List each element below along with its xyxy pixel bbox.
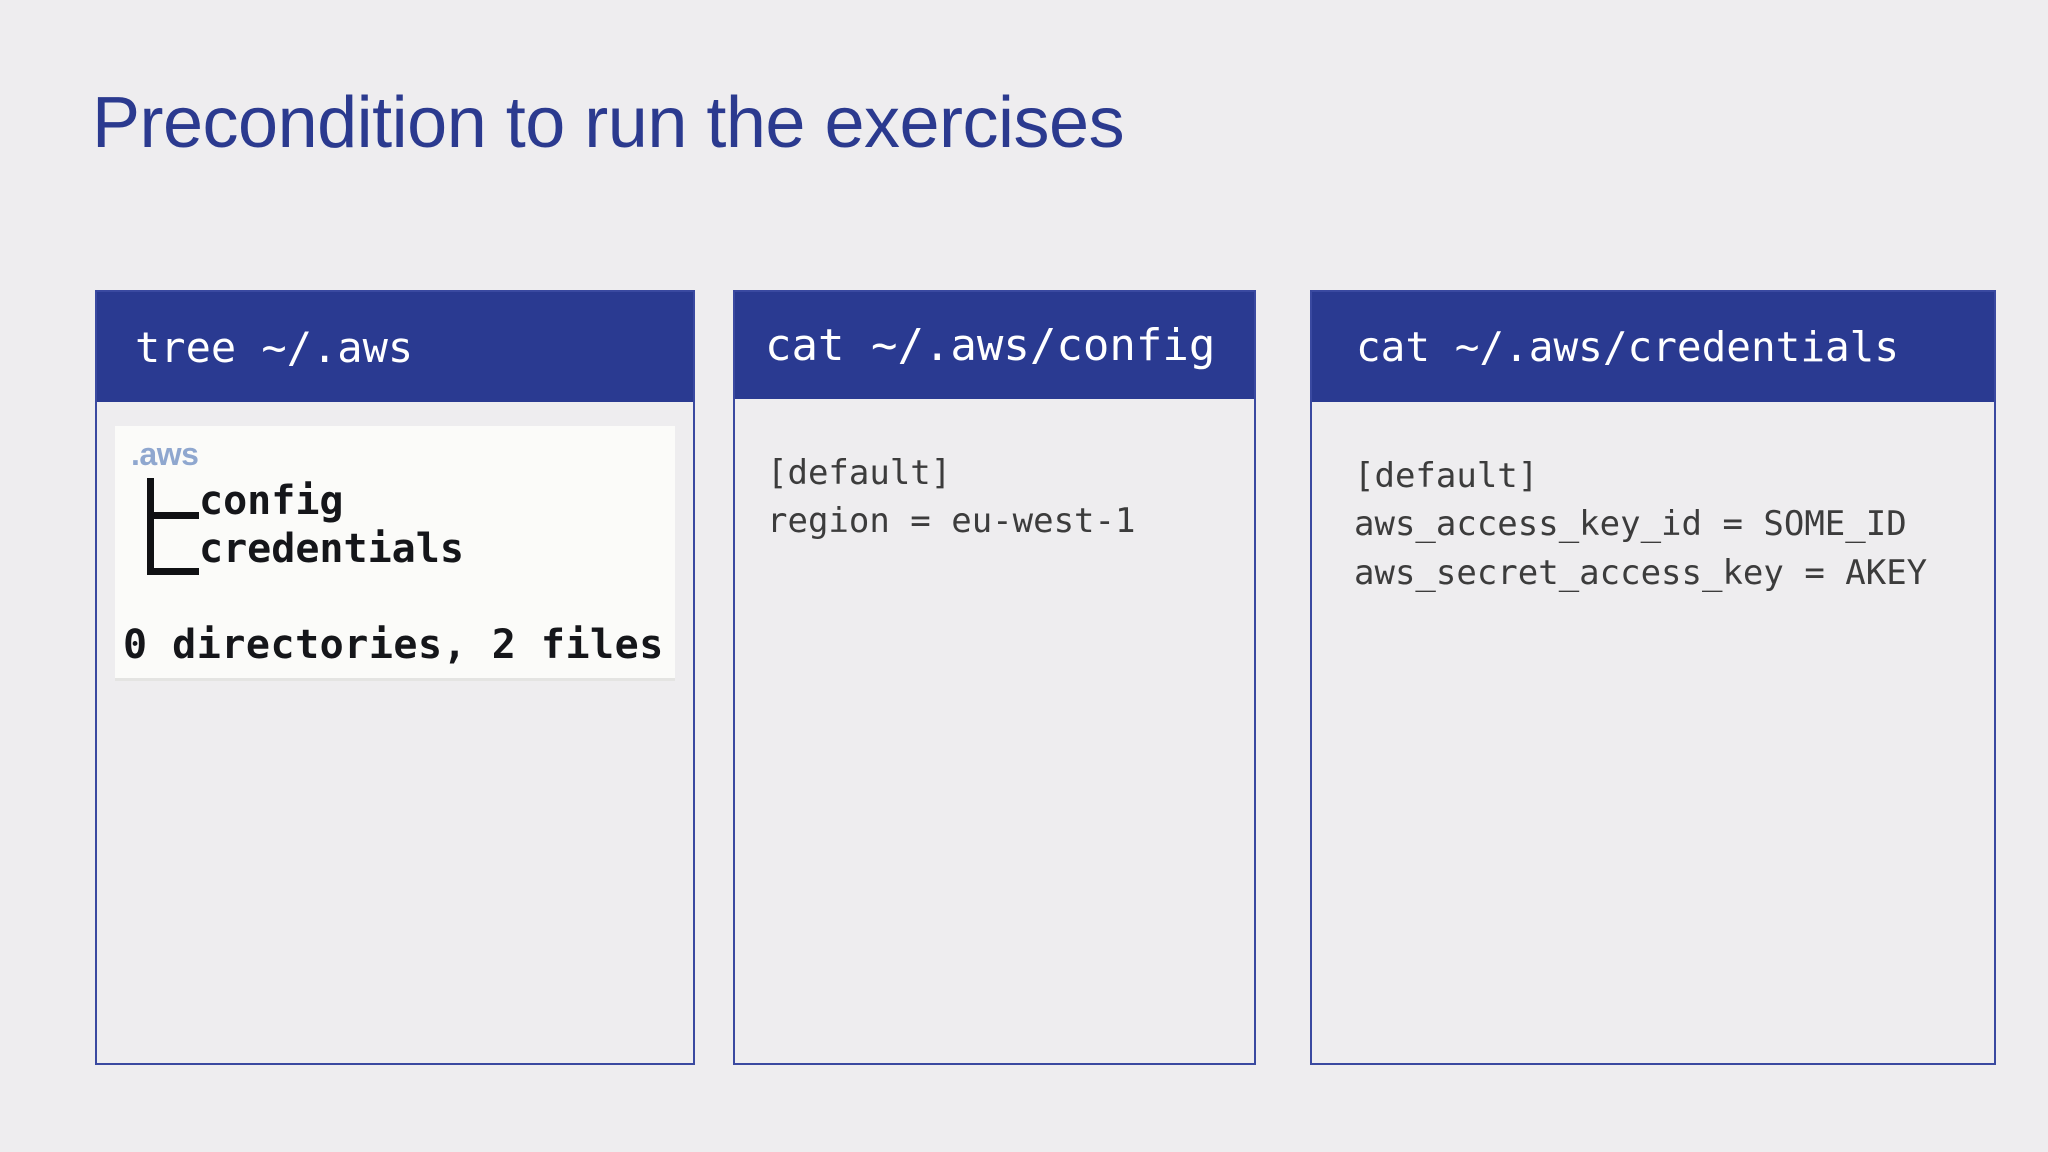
page-title: Precondition to run the exercises xyxy=(92,83,1125,163)
card-body-cat-credentials: [default] aws_access_key_id = SOME_ID aw… xyxy=(1312,402,1994,1063)
card-tree-aws: tree ~/.aws .aws config credentials 0 di… xyxy=(95,290,695,1065)
card-header-cat-config: cat ~/.aws/config xyxy=(735,292,1254,399)
tree-summary-line: 0 directories, 2 files xyxy=(123,622,664,668)
card-body-cat-config: [default] region = eu-west-1 xyxy=(735,399,1254,1063)
tree-branch-tee-icon xyxy=(147,512,199,519)
tree-root-label: .aws xyxy=(131,436,199,472)
code-config-contents: [default] region = eu-west-1 xyxy=(767,453,1136,542)
tree-branch-elbow-icon xyxy=(147,568,199,575)
card-header-cat-credentials: cat ~/.aws/credentials xyxy=(1312,292,1994,402)
card-header-tree-aws: tree ~/.aws xyxy=(97,292,693,402)
card-cat-credentials: cat ~/.aws/credentials [default] aws_acc… xyxy=(1310,290,1996,1065)
tree-branch-vertical-icon xyxy=(147,478,154,575)
tree-entry-credentials: credentials xyxy=(199,526,464,572)
code-credentials-contents: [default] aws_access_key_id = SOME_ID aw… xyxy=(1354,456,1928,593)
card-row: tree ~/.aws .aws config credentials 0 di… xyxy=(0,290,2048,1070)
tree-entry-config: config xyxy=(199,478,344,524)
card-body-tree-aws: .aws config credentials 0 directories, 2… xyxy=(97,402,693,1063)
card-cat-config: cat ~/.aws/config [default] region = eu-… xyxy=(733,290,1256,1065)
terminal-screenshot-tree: .aws config credentials 0 directories, 2… xyxy=(115,426,675,681)
